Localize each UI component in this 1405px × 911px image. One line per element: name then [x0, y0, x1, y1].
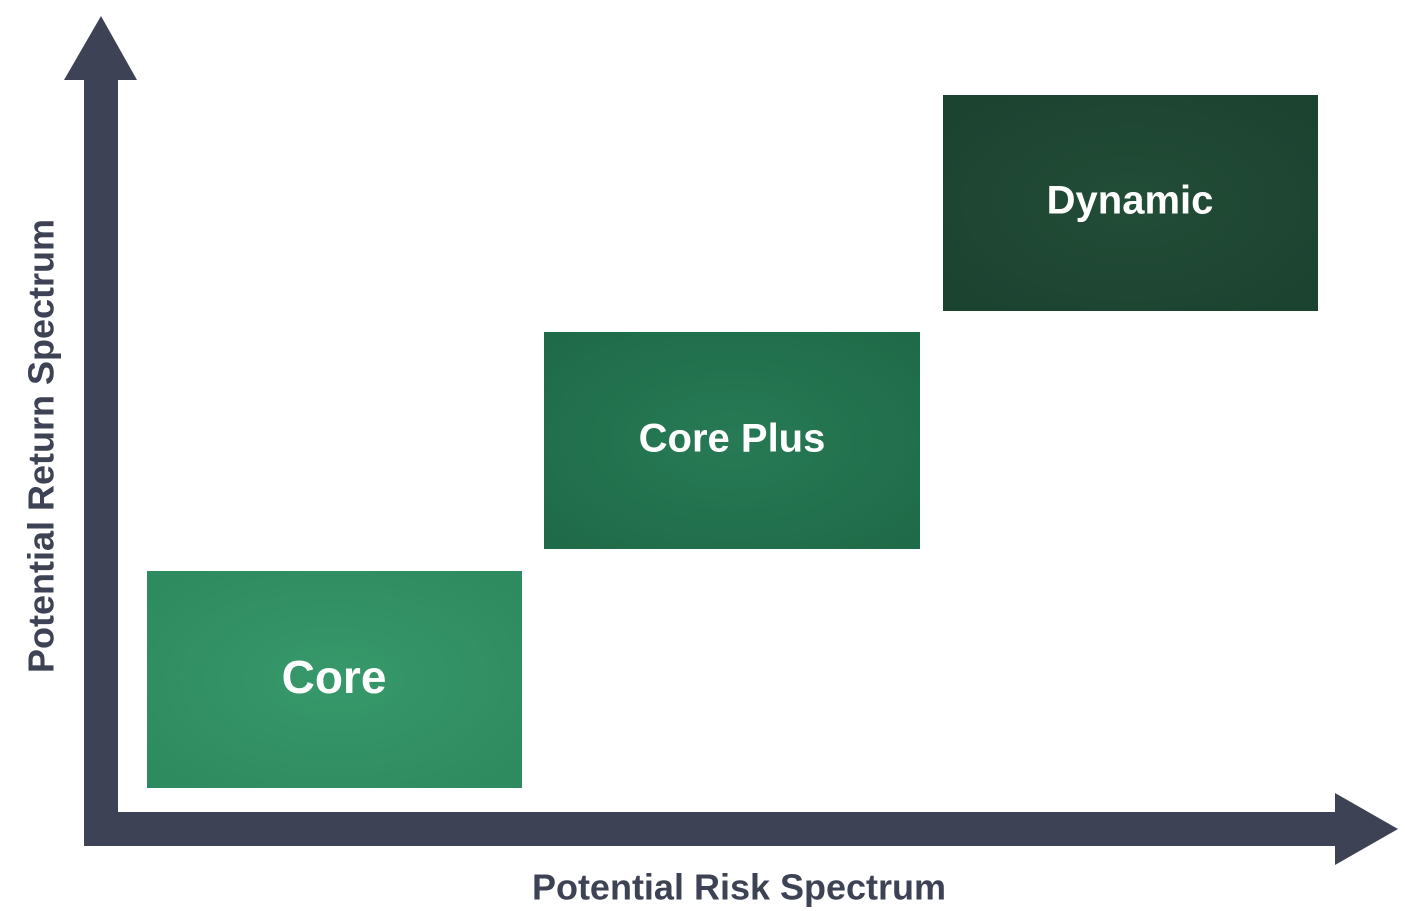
strategy-box-dynamic: Dynamic [943, 95, 1318, 311]
core-plus-box [544, 332, 920, 549]
x-axis-line [84, 812, 1342, 846]
strategy-box-core: Core [147, 571, 522, 788]
strategy-box-core-plus: Core Plus [544, 332, 920, 549]
axes [64, 16, 1398, 865]
y-axis-label: Potential Return Spectrum [21, 219, 62, 673]
x-axis-arrowhead [1335, 793, 1398, 865]
core-plus-label: Core Plus [639, 417, 826, 461]
core-box [147, 571, 522, 788]
y-axis-line [84, 74, 118, 846]
core-label: Core [282, 651, 387, 703]
y-axis-arrowhead [64, 16, 137, 80]
dynamic-label: Dynamic [1047, 179, 1214, 223]
x-axis-label: Potential Risk Spectrum [532, 867, 946, 908]
dynamic-box [943, 95, 1318, 311]
